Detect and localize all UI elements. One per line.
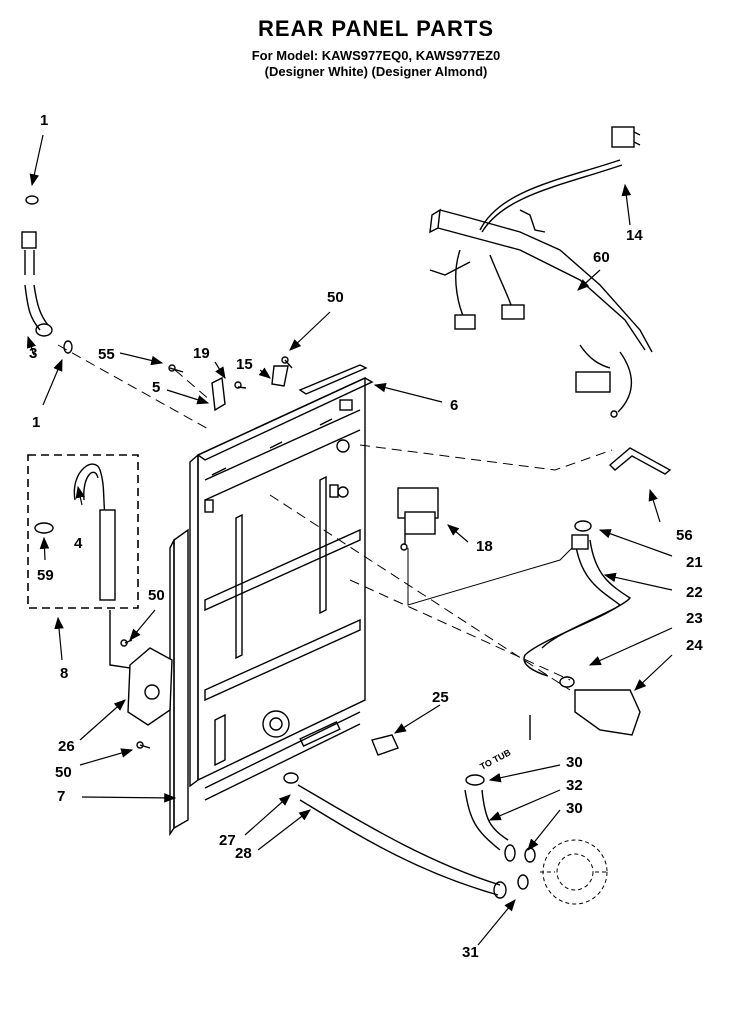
callout-32: 32 — [566, 777, 583, 794]
callout-4: 4 — [74, 535, 83, 552]
wire-harness — [429, 126, 653, 418]
inlet-hose-4 — [34, 463, 116, 601]
variant-line: (Designer White) (Designer Almond) — [264, 64, 488, 79]
side-rail — [173, 528, 189, 830]
callout-8: 8 — [60, 665, 68, 682]
callout-31: 31 — [462, 944, 479, 961]
callout-25: 25 — [432, 689, 449, 706]
callout-14: 14 — [626, 227, 643, 244]
callout-59: 59 — [37, 567, 54, 584]
hose-bracket-24 — [574, 689, 641, 736]
plug-25 — [371, 734, 399, 756]
callout-50-top: 50 — [327, 289, 344, 306]
callout-3: 3 — [29, 345, 37, 362]
callout-60: 60 — [593, 249, 610, 266]
callout-6: 6 — [450, 397, 458, 414]
rear-panel — [189, 376, 374, 801]
model-line: For Model: KAWS977EQ0, KAWS977EZ0 — [251, 48, 501, 63]
callout-18: 18 — [476, 538, 493, 555]
callout-28: 28 — [235, 845, 252, 862]
drain-hose-22 — [523, 520, 632, 677]
callout-7: 7 — [57, 788, 65, 805]
drain-hose-28 — [283, 772, 507, 899]
hose-clip-bracket — [608, 447, 672, 475]
screws — [120, 356, 293, 749]
callout-30-bottom: 30 — [566, 800, 583, 817]
pressure-switch — [397, 487, 439, 551]
water-valve-26 — [109, 610, 173, 726]
callout-21: 21 — [686, 554, 703, 571]
top-bracket — [298, 364, 368, 395]
callout-55: 55 — [98, 346, 115, 363]
diagram-title: REAR PANEL PARTS — [257, 16, 495, 41]
callout-23: 23 — [686, 610, 703, 627]
callout-24: 24 — [686, 637, 703, 654]
drawing-group — [21, 126, 673, 946]
to-tub-label: TO TUB — [478, 747, 513, 772]
tub-hose-32 — [464, 715, 531, 851]
option-kit-box — [27, 454, 139, 609]
callout-27: 27 — [219, 832, 236, 849]
callout-15: 15 — [236, 356, 253, 373]
callout-50-mid: 50 — [148, 587, 165, 604]
callout-30-top: 30 — [566, 754, 583, 771]
callout-22: 22 — [686, 584, 703, 601]
fill-hose-3 — [21, 195, 73, 354]
callout-19: 19 — [193, 345, 210, 362]
callout-5: 5 — [152, 379, 160, 396]
callout-26: 26 — [58, 738, 75, 755]
callout-1-top: 1 — [40, 112, 48, 129]
callout-50-bottom: 50 — [55, 764, 72, 781]
callout-1-bottom: 1 — [32, 414, 40, 431]
callout-56: 56 — [676, 527, 693, 544]
